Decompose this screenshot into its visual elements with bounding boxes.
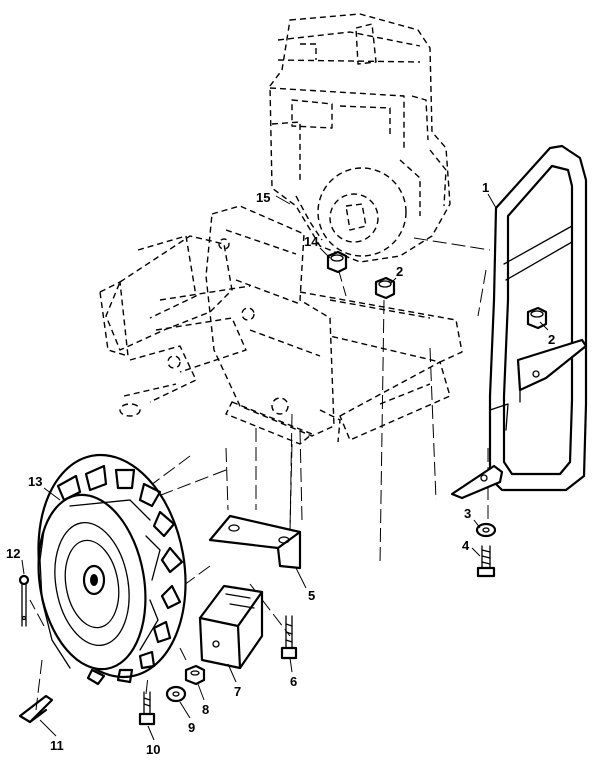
callout-8: 8 (202, 702, 209, 717)
hex-nut-2a (374, 276, 396, 300)
callout-4: 4 (462, 538, 470, 553)
callout-10: 10 (146, 742, 160, 757)
callout-2b: 2 (548, 332, 555, 347)
washer-3 (475, 522, 497, 538)
callout-6: 6 (290, 674, 297, 689)
callout-pointers (21, 193, 549, 741)
callout-9: 9 (188, 720, 195, 735)
nut-8 (184, 664, 206, 686)
weight-block-7 (198, 584, 264, 670)
washer-9 (165, 685, 187, 703)
callout-5: 5 (308, 588, 315, 603)
bracket-5 (208, 514, 302, 570)
bolt-6 (280, 615, 298, 660)
bolt-10 (138, 691, 156, 726)
callout-13: 13 (28, 474, 42, 489)
bumper (450, 144, 588, 500)
callout-1: 1 (482, 180, 489, 195)
bolt-4 (476, 545, 496, 578)
hex-nut-14 (326, 250, 348, 274)
tiller-frame (99, 205, 463, 445)
callout-2a: 2 (396, 264, 403, 279)
hairpin-clip-11 (18, 694, 54, 724)
callout-14: 14 (304, 234, 319, 249)
clevis-pin-12 (18, 574, 30, 627)
engine (269, 13, 451, 263)
callout-labels: 1 2 2 3 4 5 6 7 8 9 10 11 12 13 14 15 (6, 180, 555, 757)
callout-15: 15 (256, 190, 270, 205)
wheel-tire-13 (37, 453, 187, 686)
callout-12: 12 (6, 546, 20, 561)
callout-3: 3 (464, 506, 471, 521)
callout-7: 7 (234, 684, 241, 699)
callout-11: 11 (50, 738, 64, 753)
